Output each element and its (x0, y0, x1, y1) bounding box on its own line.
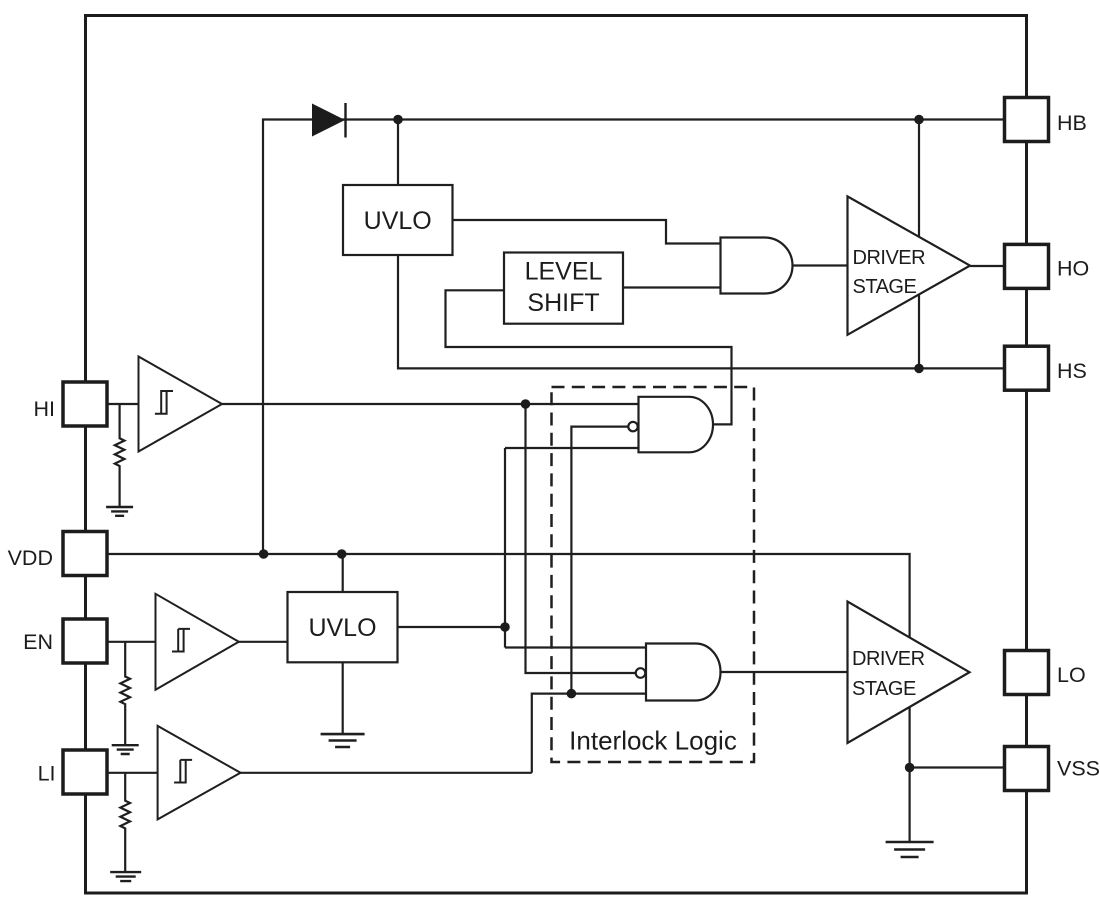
svg-text:STAGE: STAGE (852, 678, 916, 700)
svg-text:LEVEL: LEVEL (525, 258, 603, 286)
svg-text:EN: EN (23, 630, 53, 654)
svg-text:STAGE: STAGE (853, 276, 917, 298)
svg-text:DRIVER: DRIVER (853, 247, 926, 269)
svg-text:VSS: VSS (1057, 757, 1100, 781)
svg-text:UVLO: UVLO (308, 614, 376, 642)
svg-text:Interlock Logic: Interlock Logic (569, 726, 737, 756)
svg-text:HO: HO (1057, 257, 1089, 281)
svg-text:LO: LO (1057, 663, 1086, 687)
svg-text:HI: HI (34, 397, 56, 421)
svg-text:HS: HS (1057, 359, 1087, 383)
svg-text:DRIVER: DRIVER (852, 648, 925, 670)
svg-text:LI: LI (38, 762, 56, 786)
svg-text:VDD: VDD (8, 546, 53, 570)
svg-text:HB: HB (1057, 111, 1087, 135)
svg-text:SHIFT: SHIFT (527, 289, 599, 317)
svg-text:UVLO: UVLO (364, 207, 432, 235)
